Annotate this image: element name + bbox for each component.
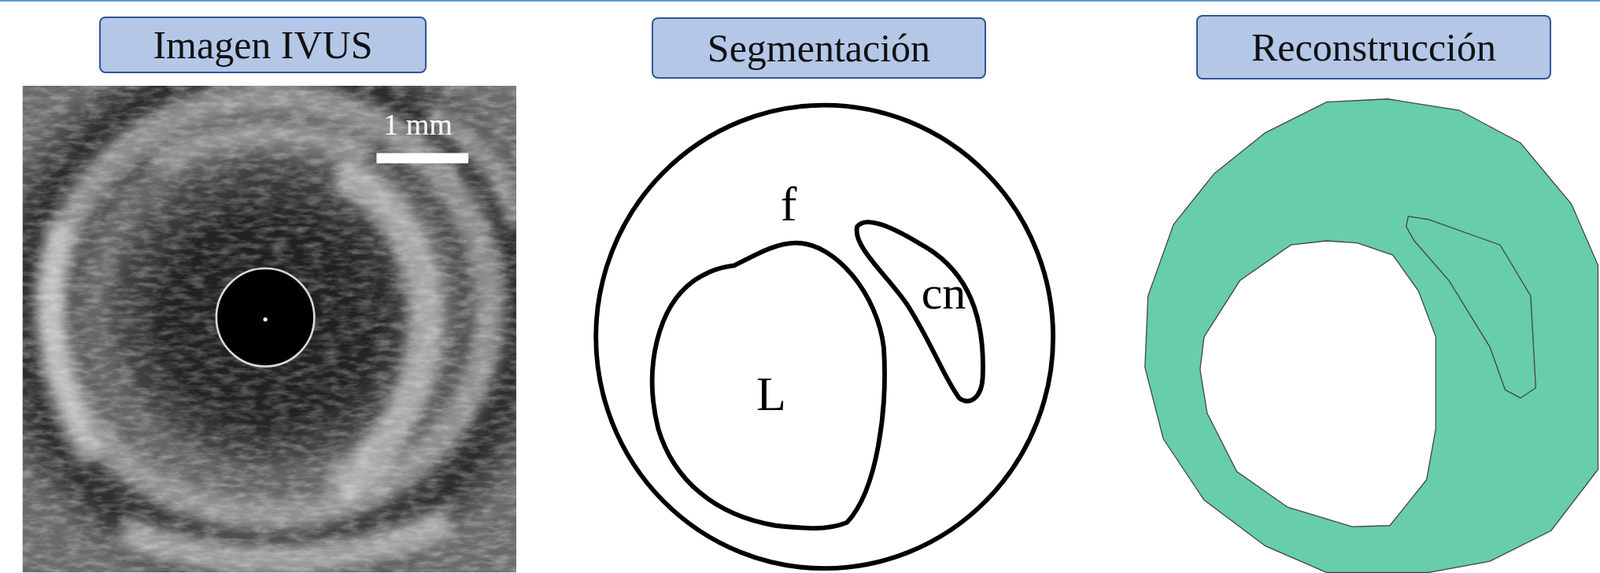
region-label: cn <box>921 269 967 317</box>
header-box: Imagen IVUS <box>99 16 427 74</box>
header-box: Segmentación <box>651 17 987 79</box>
header-text: Reconstrucción <box>1251 25 1497 70</box>
scale-label: 1 mm <box>383 109 453 140</box>
region-label: f <box>780 179 798 229</box>
reconstruction-figure <box>1145 99 1599 573</box>
region-label: L <box>756 369 787 418</box>
scale-bar <box>376 152 469 163</box>
ivus-image <box>22 85 518 573</box>
header-text: Segmentación <box>707 26 931 71</box>
header-text: Imagen IVUS <box>152 23 373 67</box>
top-rule <box>0 0 1600 2</box>
segmentation-outlines <box>595 105 1054 570</box>
header-box: Reconstrucción <box>1196 14 1552 80</box>
